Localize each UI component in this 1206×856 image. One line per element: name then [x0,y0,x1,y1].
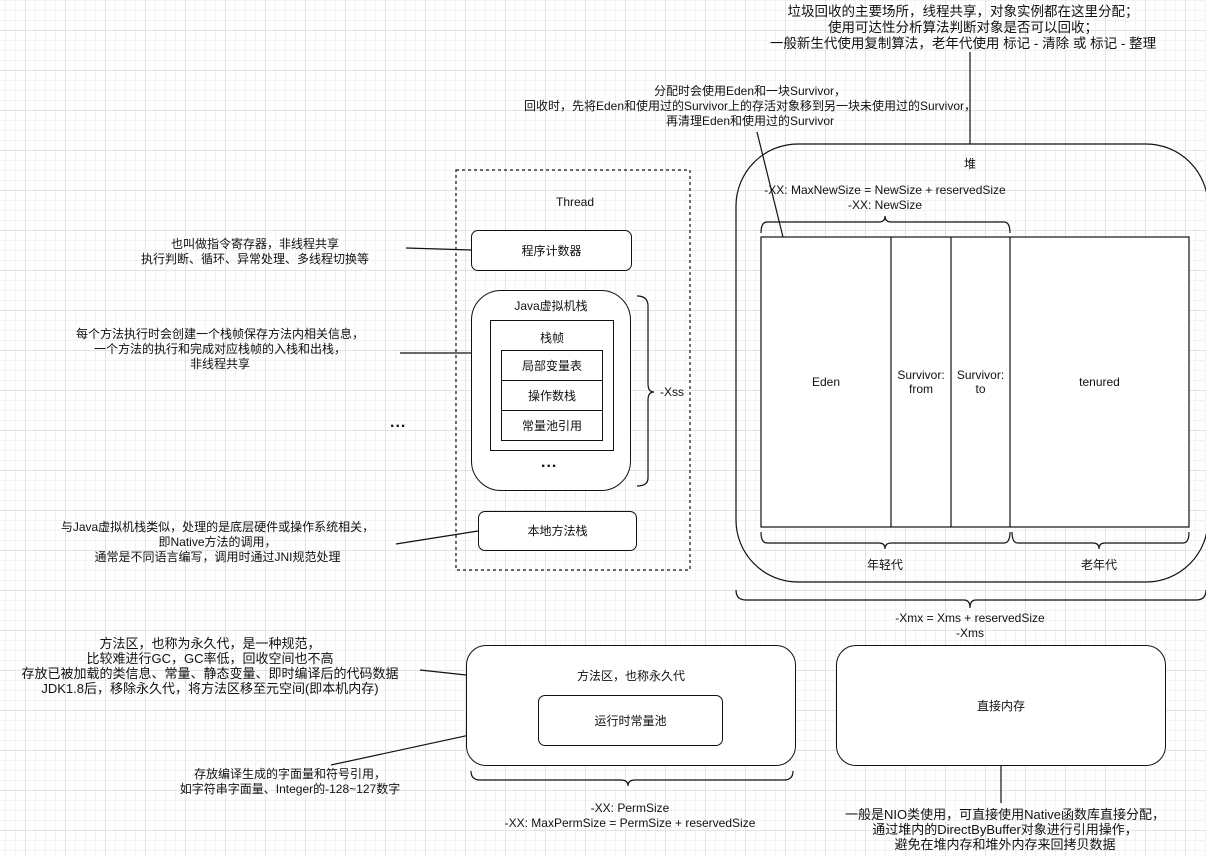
stack-frames-ellipsis: ... [541,454,558,471]
jvm-stack-label: Java虚拟机栈 [514,299,588,313]
xss-label: -Xss [660,385,684,399]
native-stack-note-line: 与Java虚拟机栈类似，处理的是底层硬件或操作系统相关， [60,520,375,534]
heap-regions-frame [760,236,1190,528]
survivor-from-label: Survivor: [897,368,945,382]
method-area-brace [470,770,794,787]
new-size-label: -XX: MaxNewSize = NewSize + reservedSize… [760,183,1010,213]
survivor-note: 分配时会使用Eden和一块Survivor， 回收时，先将Eden和使用过的Su… [500,84,1000,129]
native-stack-label: 本地方法栈 [527,524,588,538]
direct-memory-box[interactable]: 直接内存 [836,645,1166,766]
threads-ellipsis: ... [390,414,407,431]
eden-label: Eden [811,375,841,389]
pc-note-line: 也叫做指令寄存器，非线程共享 [170,237,339,251]
young-gen-label: 年轻代 [866,558,903,572]
native-stack-note-line: 即Native方法的调用， [158,535,277,549]
direct-memory-title: 直接内存 [976,698,1025,713]
survivor-note-line: 分配时会使用Eden和一块Survivor， [653,84,847,98]
runtime-constant-pool-box[interactable]: 运行时常量池 [538,695,723,746]
heap-size-label: -Xmx = Xms + reservedSize -Xms [870,611,1070,641]
method-area-title: 方法区，也称永久代 [576,669,685,683]
heap-container [735,143,1206,583]
native-stack-note: 与Java虚拟机栈类似，处理的是底层硬件或操作系统相关， 即Native方法的调… [40,520,395,565]
survivor-note-line: 回收时，先将Eden和使用过的Survivor上的存活对象移到另一块未使用过的S… [523,99,977,113]
native-stack-box[interactable]: 本地方法栈 [478,511,637,551]
survivor-note-connector [756,131,784,238]
max-perm-size-text: -XX: MaxPermSize = PermSize + reservedSi… [504,816,756,830]
direct-memory-note-line: 避免在堆内存和堆外内存来回拷贝数据 [894,837,1116,852]
heap-size-brace [735,589,1206,609]
method-area-note-connector [419,669,467,676]
runtime-pool-note-line: 如字符串字面量、Integer的-128~127数字 [179,782,401,796]
runtime-pool-note: 存放编译生成的字面量和符号引用， 如字符串字面量、Integer的-128~12… [150,767,430,797]
pc-note-line: 执行判断、循环、异常处理、多线程切换等 [140,252,369,266]
stack-frame-label: 栈帧 [539,331,564,345]
old-gen-label: 老年代 [1080,558,1117,572]
jvm-stack-note-line: 每个方法执行时会创建一个栈帧保存方法内相关信息， [75,327,364,341]
thread-container [455,169,691,571]
native-stack-note-line: 通常是不同语言编写，调用时通过JNI规范处理 [94,550,341,564]
constant-pool-reference-label: 常量池引用 [521,418,582,433]
survivor-from-sublabel: from [909,382,933,396]
jvm-stack-note-line: 一个方法的执行和完成对应栈帧的入栈和出栈， [93,342,346,356]
survivor-to-label: Survivor: [956,368,1005,382]
xss-brace [636,295,655,487]
runtime-pool-note-line: 存放编译生成的字面量和符号引用， [193,767,386,781]
direct-memory-note: 一般是NIO类使用，可直接使用Native函数库直接分配， 通过堆内的Direc… [820,807,1190,852]
perm-size-label: -XX: PermSize -XX: MaxPermSize = PermSiz… [480,801,780,831]
heap-note-line: 使用可达性分析算法判断对象是否可以回收； [828,20,1098,35]
survivor-from-region[interactable]: Survivor: from [891,237,951,527]
method-area-note-line: 存放已被加载的类信息、常量、静态变量、即时编译后的代码数据 [21,666,399,681]
method-area-note-line: JDK1.8后，移除永久代，将方法区移至元空间(即本机内存) [41,681,379,696]
tenured-region[interactable]: tenured [1010,237,1189,527]
program-counter-label: 程序计数器 [521,243,582,258]
constant-pool-reference[interactable]: 常量池引用 [501,410,603,441]
heap-note: 垃圾回收的主要场所，线程共享，对象实例都在这里分配； 使用可达性分析算法判断对象… [740,4,1186,52]
heap-note-line: 一般新生代使用复制算法，老年代使用 标记 - 清除 或 标记 - 整理 [769,36,1157,51]
direct-memory-note-line: 通过堆内的DirectByBuffer对象进行引用操作， [872,822,1138,837]
program-counter-note: 也叫做指令寄存器，非线程共享 执行判断、循环、异常处理、多线程切换等 [110,237,400,267]
old-gen-brace [1011,531,1190,550]
heap-title: 堆 [963,157,976,171]
thread-title: Thread [555,195,595,209]
jvm-stack-note-line: 非线程共享 [189,357,250,371]
local-variable-table-label: 局部变量表 [521,358,582,373]
new-size-text: -XX: NewSize [847,198,923,212]
max-new-size-text: -XX: MaxNewSize = NewSize + reservedSize [764,183,1006,197]
survivor-to-region[interactable]: Survivor: to [951,237,1010,527]
native-stack-note-connector [395,530,479,545]
method-area-note: 方法区，也称为永久代，是一种规范， 比较难进行GC，GC率低，回收空间也不高 存… [0,636,420,696]
perm-size-text: -XX: PermSize [590,801,670,815]
operand-stack[interactable]: 操作数栈 [501,380,603,411]
young-gen-brace [760,531,1011,550]
method-area-note-line: 比较难进行GC，GC率低，回收空间也不高 [86,651,334,666]
local-variable-table[interactable]: 局部变量表 [501,350,603,381]
jvm-stack-note: 每个方法执行时会创建一个栈帧保存方法内相关信息， 一个方法的执行和完成对应栈帧的… [50,327,390,372]
runtime-constant-pool-label: 运行时常量池 [594,713,667,728]
pc-note-connector [405,247,473,251]
eden-region[interactable]: Eden [761,237,891,527]
tenured-label: tenured [1079,375,1120,389]
survivor-note-line: 再清理Eden和使用过的Survivor [665,114,835,128]
method-area-note-line: 方法区，也称为永久代，是一种规范， [99,636,321,651]
heap-note-line: 垃圾回收的主要场所，线程共享，对象实例都在这里分配； [787,4,1139,19]
operand-stack-label: 操作数栈 [527,388,576,403]
xms-text: -Xms [956,626,984,640]
xmx-text: -Xmx = Xms + reservedSize [895,611,1045,625]
program-counter-box[interactable]: 程序计数器 [471,230,632,271]
new-size-brace [760,215,1011,234]
direct-memory-note-line: 一般是NIO类使用，可直接使用Native函数库直接分配， [845,807,1165,822]
survivor-to-sublabel: to [975,382,986,396]
